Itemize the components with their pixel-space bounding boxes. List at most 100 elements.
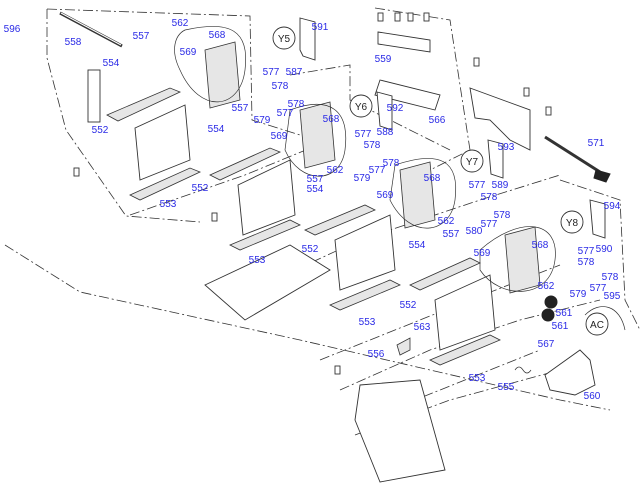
module-568-a [204,41,241,109]
callout: 552 [92,125,109,136]
callout: 552 [400,300,417,311]
bracket-plate [87,69,101,123]
rail-552-c [304,204,376,236]
callout: 577 [369,165,386,176]
callout: 577 [578,246,595,257]
callout: 594 [604,201,621,212]
outline-562-d [479,226,556,292]
callout: 568 [424,173,441,184]
rail-553-a [129,167,202,201]
callout: 568 [209,30,226,41]
callout: 553 [249,255,266,266]
plate-c [334,214,396,291]
circle-label-y6: Y6 [355,102,368,113]
callout: 557 [133,31,150,42]
cable-595 [584,306,626,331]
shaft-end [593,169,611,183]
screws [73,12,552,375]
callout: 578 [383,158,400,169]
callout: 579 [570,289,587,300]
callout: 571 [588,138,605,149]
callout: 561 [552,321,569,332]
rail-552-a [106,87,182,122]
gear-561-a [544,295,558,309]
callout: 569 [377,190,394,201]
callout: 569 [271,131,288,142]
callout: 578 [481,192,498,203]
frame-593 [469,87,531,151]
callout: 577 [590,283,607,294]
callout: 552 [192,183,209,194]
callout: 592 [387,103,404,114]
spring-555 [514,366,532,374]
callout: 577 [481,219,498,230]
callout: 560 [584,391,601,402]
callout: 578 [288,99,305,110]
callout: 568 [323,114,340,125]
outline-562-b [284,103,347,177]
circle-label-ac: AC [590,320,604,331]
gear-561-b [541,308,555,322]
part-556 [396,337,411,356]
plate-b [237,159,296,236]
callout: 553 [359,317,376,328]
callout: 566 [429,115,446,126]
rail-553-c [329,279,401,311]
rail-553-b [229,219,301,251]
callout: 557 [307,174,324,185]
callout: 559 [375,54,392,65]
callout: 567 [538,339,555,350]
callout: 578 [602,272,619,283]
callout: 554 [409,240,426,251]
circle-label-y7: Y7 [466,157,479,168]
reference-circles: Y5 Y6 Y7 Y8 AC [272,17,609,336]
rail-552-b [209,147,282,181]
callout: 590 [596,244,613,255]
callout: 596 [4,24,21,35]
module-568-c [399,161,436,229]
callout: 562 [538,281,555,292]
outline-562-a [174,26,247,103]
callout: 557 [232,103,249,114]
callout: 554 [307,184,324,195]
callout: 562 [438,216,455,227]
callout: 591 [312,22,329,33]
bracket-560 [544,349,596,396]
callout: 561 [556,308,573,319]
callout: 569 [180,47,197,58]
callout: 595 [604,291,621,302]
outline-562-c [389,158,457,229]
plate-d [434,274,496,351]
callout: 555 [498,382,515,393]
callout: 552 [302,244,319,255]
callout: 579 [354,173,371,184]
plate-a [134,104,191,181]
callout: 558 [65,37,82,48]
callout: 588 [377,127,394,138]
bracket-566 [374,79,441,111]
shaft-571 [544,135,601,174]
circle-label-y5: Y5 [278,34,291,45]
bottom-frame [354,379,446,483]
callout-labels: 596 558 557 562 568 569 591 554 577 587 … [4,18,621,402]
callout: 562 [327,165,344,176]
callout: 562 [172,18,189,29]
callout: 578 [578,257,595,268]
callout: 579 [254,115,271,126]
parts [59,11,626,483]
callout: 577 [469,180,486,191]
callout: 553 [160,199,177,210]
callout: 557 [443,229,460,240]
callout: 577 [263,67,280,78]
callout: 568 [532,240,549,251]
callout: 569 [474,248,491,259]
callout: 577 [277,108,294,119]
callout: 563 [414,322,431,333]
callout: 578 [364,140,381,151]
callout: 553 [469,373,486,384]
rail-553-d [429,334,501,366]
callout: 589 [492,180,509,191]
callout: 580 [466,226,483,237]
